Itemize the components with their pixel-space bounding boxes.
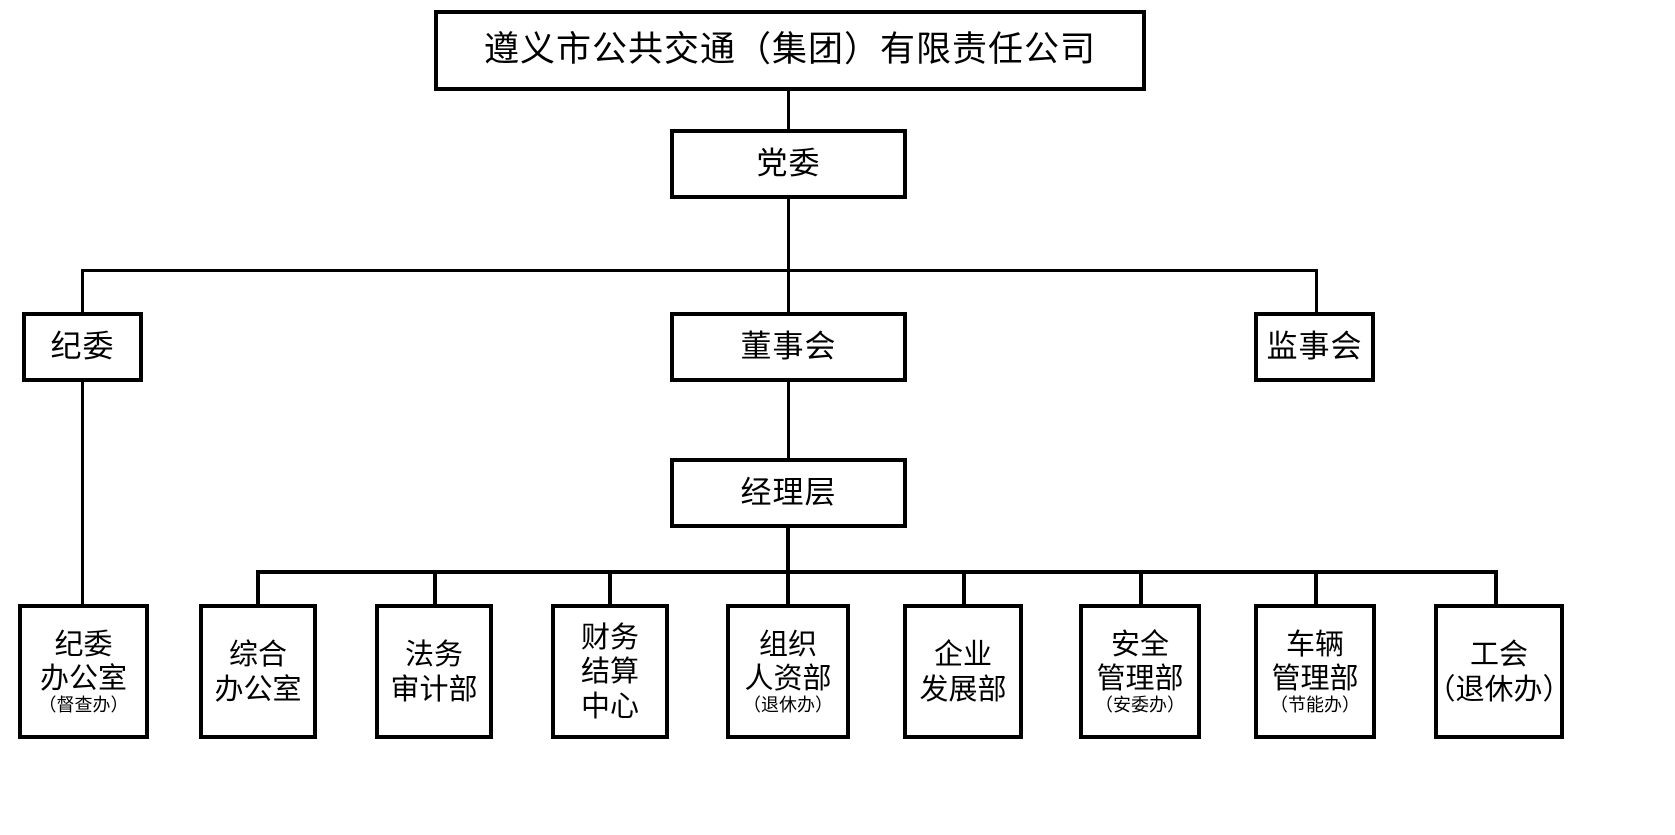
connector-party-down [787,199,790,269]
node-finance-settlement-center-line2: 结算 [580,654,639,689]
node-general-office-line1: 综合 [228,637,287,672]
node-company-label: 遵义市公共交通（集团）有限责任公司 [483,29,1096,70]
node-management-level-label: 经理层 [740,474,837,511]
node-labor-union[interactable]: 工会 （退休办） [1427,604,1572,739]
node-board-of-directors[interactable]: 董事会 [670,312,907,382]
connector-management-down [786,528,790,574]
node-discipline-office[interactable]: 纪委 办公室 （督查办） [18,604,149,739]
connector-company-to-party [787,91,790,129]
node-discipline-office-sublabel: （督查办） [38,695,129,717]
connector-discipline-to-office [81,382,84,604]
node-enterprise-development-dept-line1: 企业 [933,637,992,672]
node-org-hr-dept-sublabel: （退休办） [743,695,833,717]
connector-board-to-management [787,382,790,458]
node-safety-management-dept-line2: 管理部 [1096,660,1184,695]
connector-bus-to-org-hr [786,570,790,604]
node-safety-management-dept-sublabel: （安委办） [1095,695,1185,717]
node-company[interactable]: 遵义市公共交通（集团）有限责任公司 [434,10,1146,91]
node-discipline-office-line2: 办公室 [39,660,127,695]
node-vehicle-management-dept-line2: 管理部 [1271,660,1359,695]
node-vehicle-management-dept-line1: 车辆 [1285,626,1344,661]
connector-bus-to-board [787,269,790,312]
node-org-hr-dept-line1: 组织 [758,626,817,661]
node-management-level[interactable]: 经理层 [670,458,907,528]
connector-bus-to-supervisors [1315,269,1318,312]
node-party-committee-label: 党委 [756,145,821,182]
connector-bus-to-vehicle [1314,570,1318,604]
node-finance-settlement-center[interactable]: 财务 结算 中心 [551,604,669,739]
node-board-of-supervisors-label: 监事会 [1266,328,1363,365]
node-vehicle-management-dept-sublabel: （节能办） [1270,695,1360,717]
node-board-of-supervisors[interactable]: 监事会 [1254,312,1375,382]
connector-bus-to-legal-audit [433,570,437,604]
node-labor-union-line1: 工会 [1469,637,1528,672]
node-finance-settlement-center-line1: 财务 [580,620,639,655]
node-legal-audit-dept[interactable]: 法务 审计部 [375,604,493,739]
node-safety-management-dept[interactable]: 安全 管理部 （安委办） [1079,604,1201,739]
connector-bus-to-enterprise-dev [962,570,966,604]
node-discipline-commission[interactable]: 纪委 [22,312,143,382]
node-board-of-directors-label: 董事会 [740,328,837,365]
node-vehicle-management-dept[interactable]: 车辆 管理部 （节能办） [1254,604,1376,739]
connector-departments-bus [258,570,1498,574]
connector-bus-to-union [1494,570,1498,604]
node-finance-settlement-center-line3: 中心 [580,688,639,723]
connector-bus-to-general-office [256,570,260,604]
node-general-office-line2: 办公室 [214,671,302,706]
connector-level3-bus [81,269,1318,272]
node-safety-management-dept-line1: 安全 [1110,626,1169,661]
node-legal-audit-dept-line1: 法务 [404,637,463,672]
node-org-hr-dept-line2: 人资部 [744,660,832,695]
connector-bus-to-finance [608,570,612,604]
node-party-committee[interactable]: 党委 [670,129,907,199]
node-enterprise-development-dept-line2: 发展部 [919,671,1007,706]
node-discipline-commission-label: 纪委 [50,328,115,365]
node-org-hr-dept[interactable]: 组织 人资部 （退休办） [726,604,850,739]
node-legal-audit-dept-line2: 审计部 [390,671,478,706]
node-labor-union-line2: （退休办） [1426,671,1572,706]
node-discipline-office-line1: 纪委 [54,626,113,661]
connector-bus-to-discipline [81,269,84,312]
node-general-office[interactable]: 综合 办公室 [199,604,317,739]
connector-bus-to-safety [1139,570,1143,604]
node-enterprise-development-dept[interactable]: 企业 发展部 [903,604,1023,739]
